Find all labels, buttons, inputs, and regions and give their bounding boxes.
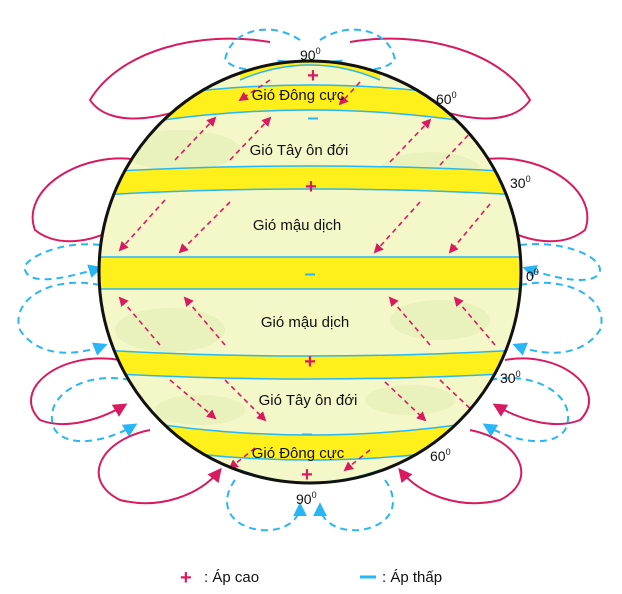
low-pressure-equator: – [304,263,315,285]
lat-south-60: 600 [430,447,451,464]
label-south-trade-winds: Gió mậu dịch [261,314,349,331]
belt-labels: Gió Đông cực Gió Tây ôn đới Gió mậu dịch… [250,87,358,462]
legend-high-label: : Áp cao [204,569,259,586]
high-pressure-south-pole: + [301,464,313,486]
cell-hadley-south-right [512,281,603,356]
cell-ferrel-north-right [479,157,589,243]
high-pressure-north-30: + [305,176,317,198]
cell-ferrel-south-right [492,357,590,426]
belt-south-30-high [100,350,520,379]
lat-north-90: 900 [300,46,321,63]
cell-hadley-south-left [17,281,108,356]
belt-equator-low [99,257,521,289]
globe-outline [97,59,523,485]
label-south-polar-easterlies: Gió Đông cực [252,445,345,462]
cell-hadley-north-right [519,243,602,281]
latitude-labels: 900 600 300 00 300 600 900 [296,46,539,507]
legend: + : Áp cao : Áp thấp [180,567,442,589]
high-pressure-north-pole: + [307,65,319,87]
label-north-westerlies: Gió Tây ôn đới [250,142,349,159]
cell-ferrel-south-left-low [50,377,138,443]
wind-arrows [118,79,496,472]
cell-ferrel-south-right-low [482,377,570,443]
pressure-symbols: + – + – + – + [301,65,319,486]
cell-polar-south-right-low [313,479,394,532]
lat-north-60: 600 [436,90,457,107]
cell-polar-south-right [398,429,523,505]
globe [97,59,523,485]
lat-north-30: 300 [510,174,531,191]
cell-polar-south-left [97,429,222,505]
low-pressure-south-60: – [301,423,312,445]
label-south-westerlies: Gió Tây ôn đới [259,392,358,409]
lat-south-30: 300 [500,369,521,386]
cell-ferrel-north-left [31,157,141,243]
lat-south-90: 900 [296,490,317,507]
label-north-polar-easterlies: Gió Đông cực [252,87,345,104]
circulation-cells-left [17,28,307,532]
cell-polar-south-left-low [226,479,307,532]
cell-polar-north-right [349,37,532,120]
low-pressure-north-60: – [307,107,318,129]
belt-south-60-low [130,420,490,460]
belt-north-30-high [100,166,520,195]
cell-ferrel-south-left [30,357,128,426]
high-pressure-south-30: + [304,351,316,373]
label-north-trade-winds: Gió mậu dịch [253,217,341,234]
legend-high-symbol: + [180,567,192,589]
cell-hadley-north-left [23,243,103,281]
belt-north-60-low [130,85,490,125]
cell-polar-north-left [88,37,271,120]
circulation-cells-right [313,28,603,532]
lat-equator: 00 [526,267,539,284]
legend-low-label: : Áp thấp [382,569,442,586]
pressure-belts [99,61,521,483]
